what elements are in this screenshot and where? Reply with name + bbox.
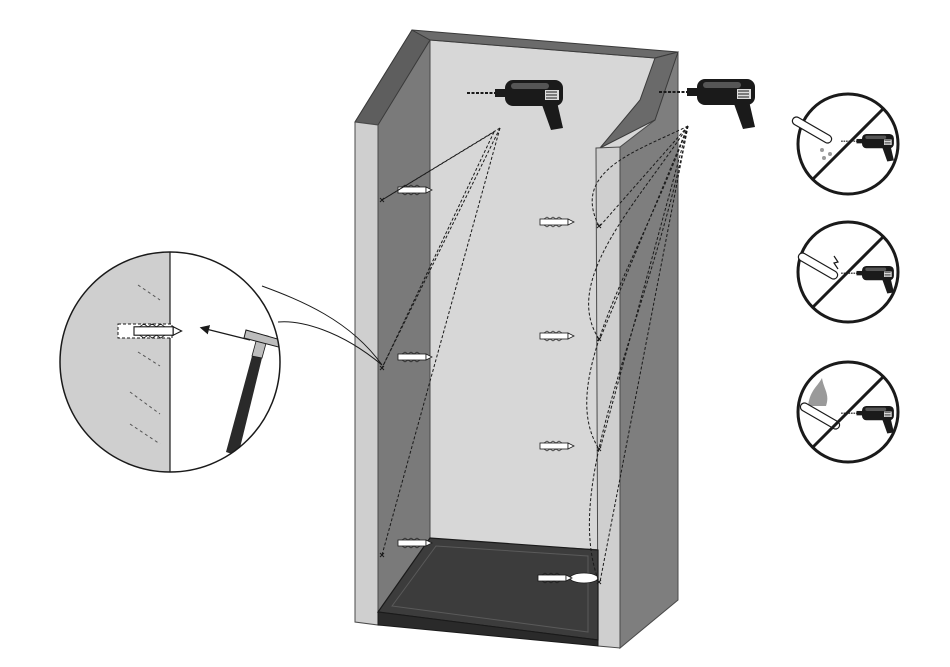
- right-wall-profile: [596, 147, 620, 648]
- zoom-detail: [60, 250, 382, 480]
- no-drilling-electric-cable-icon: [797, 222, 898, 322]
- no-drilling-water-pipe-icon: [791, 94, 898, 194]
- no-drilling-gas-pipe-icon: [798, 362, 898, 462]
- left-wall-profile: [355, 122, 378, 625]
- right-wall: [620, 52, 678, 648]
- tray-drain: [570, 573, 598, 583]
- shower-enclosure: [355, 30, 688, 648]
- warning-icons: [791, 94, 898, 462]
